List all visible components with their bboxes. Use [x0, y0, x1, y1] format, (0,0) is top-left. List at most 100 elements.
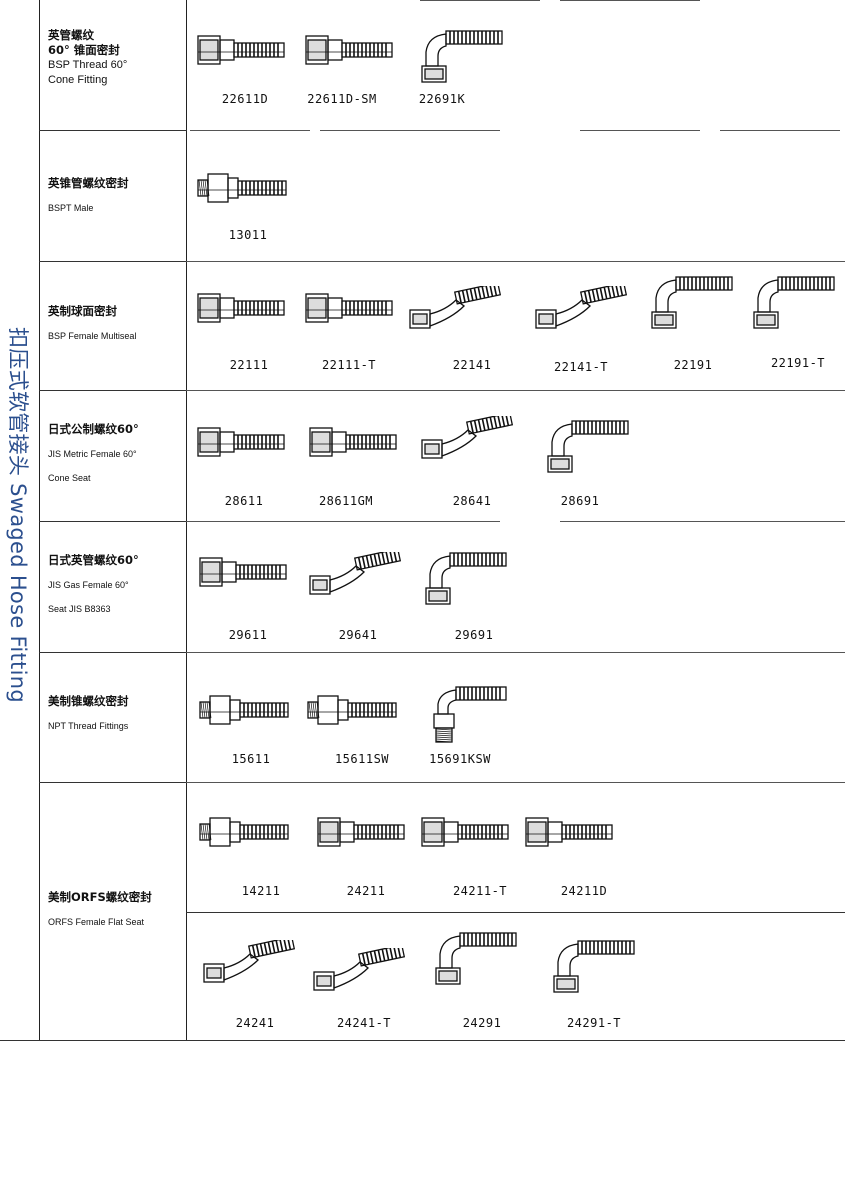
fitting-drawing — [304, 288, 414, 328]
print-rule — [420, 0, 540, 1]
label-chinese: 美制ORFS螺纹密封 — [48, 890, 152, 904]
row-divider — [0, 1040, 845, 1041]
print-rule — [720, 130, 840, 131]
part-number: 15611SW — [334, 752, 390, 766]
label-chinese: 日式英管螺纹60° — [48, 553, 139, 567]
straight-male-fitting-icon — [199, 695, 289, 725]
fitting-drawing — [748, 272, 845, 332]
part-number: 15611 — [231, 752, 271, 766]
part-number: 22191-T — [770, 356, 826, 370]
part-number: 22191 — [673, 358, 713, 372]
label-english: Cone Seat — [48, 473, 91, 483]
print-rule — [560, 521, 845, 522]
label-english: ORFS Female Flat Seat — [48, 917, 145, 927]
straight-female-fitting-icon — [197, 35, 285, 65]
part-number: 14211 — [241, 884, 281, 898]
row-label: 英制球面密封 BSP Female Multiseal — [48, 304, 136, 344]
fitting-drawing — [196, 422, 306, 462]
row-label: 美制锥螺纹密封 NPT Thread Fittings — [48, 694, 129, 734]
elbow-90-fitting-icon — [435, 932, 517, 985]
fitting-drawing — [542, 416, 652, 476]
row-divider — [39, 390, 187, 391]
label-english: BSP Thread 60° — [48, 59, 128, 71]
part-number: 28641 — [452, 494, 492, 508]
part-number: 24211 — [346, 884, 386, 898]
fitting-drawing — [430, 684, 540, 746]
row-divider — [39, 130, 187, 131]
fitting-drawing — [420, 812, 530, 852]
row-label: 美制ORFS螺纹密封 ORFS Female Flat Seat — [48, 890, 152, 930]
elbow-45-fitting-icon — [203, 940, 296, 983]
fitting-drawing — [196, 168, 306, 208]
part-number: 24291-T — [566, 1016, 622, 1030]
elbow-45-fitting-icon — [313, 948, 406, 991]
part-number: 22111-T — [321, 358, 377, 372]
label-chinese: 日式公制螺纹60° — [48, 422, 139, 436]
elbow-45-fitting-icon — [409, 286, 502, 329]
straight-female-fitting-icon — [317, 817, 405, 847]
part-number: 28691 — [560, 494, 600, 508]
fitting-drawing — [420, 548, 530, 608]
label-english: JIS Gas Female 60° — [48, 580, 129, 590]
print-rule — [186, 782, 845, 783]
label-chinese: 美制锥螺纹密封 — [48, 694, 129, 708]
fitting-drawing — [316, 812, 426, 852]
part-number: 24241-T — [336, 1016, 392, 1030]
fitting-drawing — [532, 286, 642, 334]
label-english: BSPT Male — [48, 203, 94, 213]
label-english: JIS Metric Female 60° — [48, 449, 137, 459]
part-number: 24211D — [560, 884, 608, 898]
print-rule — [186, 521, 500, 522]
part-number: 22611D — [221, 92, 269, 106]
straight-female-fitting-icon — [421, 817, 509, 847]
fitting-drawing — [306, 690, 416, 730]
elbow-90-male-fitting-icon — [433, 686, 507, 743]
part-number: 22141-T — [553, 360, 609, 374]
fitting-drawing — [548, 936, 658, 996]
fitting-drawing — [430, 928, 540, 988]
elbow-90-fitting-icon — [753, 276, 835, 329]
straight-female-fitting-icon — [525, 817, 613, 847]
elbow-90-fitting-icon — [553, 940, 635, 993]
print-rule — [186, 390, 845, 391]
straight-male-fitting-icon — [307, 695, 397, 725]
straight-male-fitting-icon — [199, 817, 289, 847]
label-chinese: 英管螺纹 — [48, 28, 94, 42]
straight-female-fitting-icon — [197, 427, 285, 457]
part-number: 29691 — [454, 628, 494, 642]
print-rule — [186, 261, 845, 262]
fitting-drawing — [196, 30, 306, 70]
part-number: 22611D-SM — [307, 92, 377, 106]
fitting-drawing — [196, 288, 306, 328]
fitting-drawing — [198, 690, 308, 730]
elbow-45-fitting-icon — [309, 552, 402, 595]
part-number: 13011 — [228, 228, 268, 242]
part-number: 29611 — [228, 628, 268, 642]
side-title: 扣压式软管接头 Swaged Hose Fitting — [2, 300, 36, 730]
label-column-rule — [186, 0, 187, 1040]
fitting-drawing — [198, 812, 308, 852]
fitting-drawing — [304, 30, 414, 70]
print-rule — [186, 652, 845, 653]
label-chinese: 英锥管螺纹密封 — [48, 176, 129, 190]
fitting-drawing — [306, 552, 416, 600]
fitting-drawing — [310, 948, 420, 996]
label-english: BSP Female Multiseal — [48, 331, 137, 341]
label-chinese: 英制球面密封 — [48, 304, 117, 318]
straight-female-fitting-icon — [197, 293, 285, 323]
part-number: 24211-T — [452, 884, 508, 898]
label-english: NPT Thread Fittings — [48, 721, 129, 731]
part-number: 24241 — [235, 1016, 275, 1030]
part-number: 28611 — [224, 494, 264, 508]
print-rule — [320, 130, 500, 131]
elbow-90-fitting-icon — [651, 276, 733, 329]
elbow-90-fitting-icon — [547, 420, 629, 473]
straight-female-fitting-icon — [305, 293, 393, 323]
part-number: 29641 — [338, 628, 378, 642]
fitting-drawing — [308, 422, 418, 462]
row-divider — [39, 652, 187, 653]
straight-female-fitting-icon — [199, 557, 287, 587]
straight-female-fitting-icon — [309, 427, 397, 457]
row-divider — [39, 261, 187, 262]
